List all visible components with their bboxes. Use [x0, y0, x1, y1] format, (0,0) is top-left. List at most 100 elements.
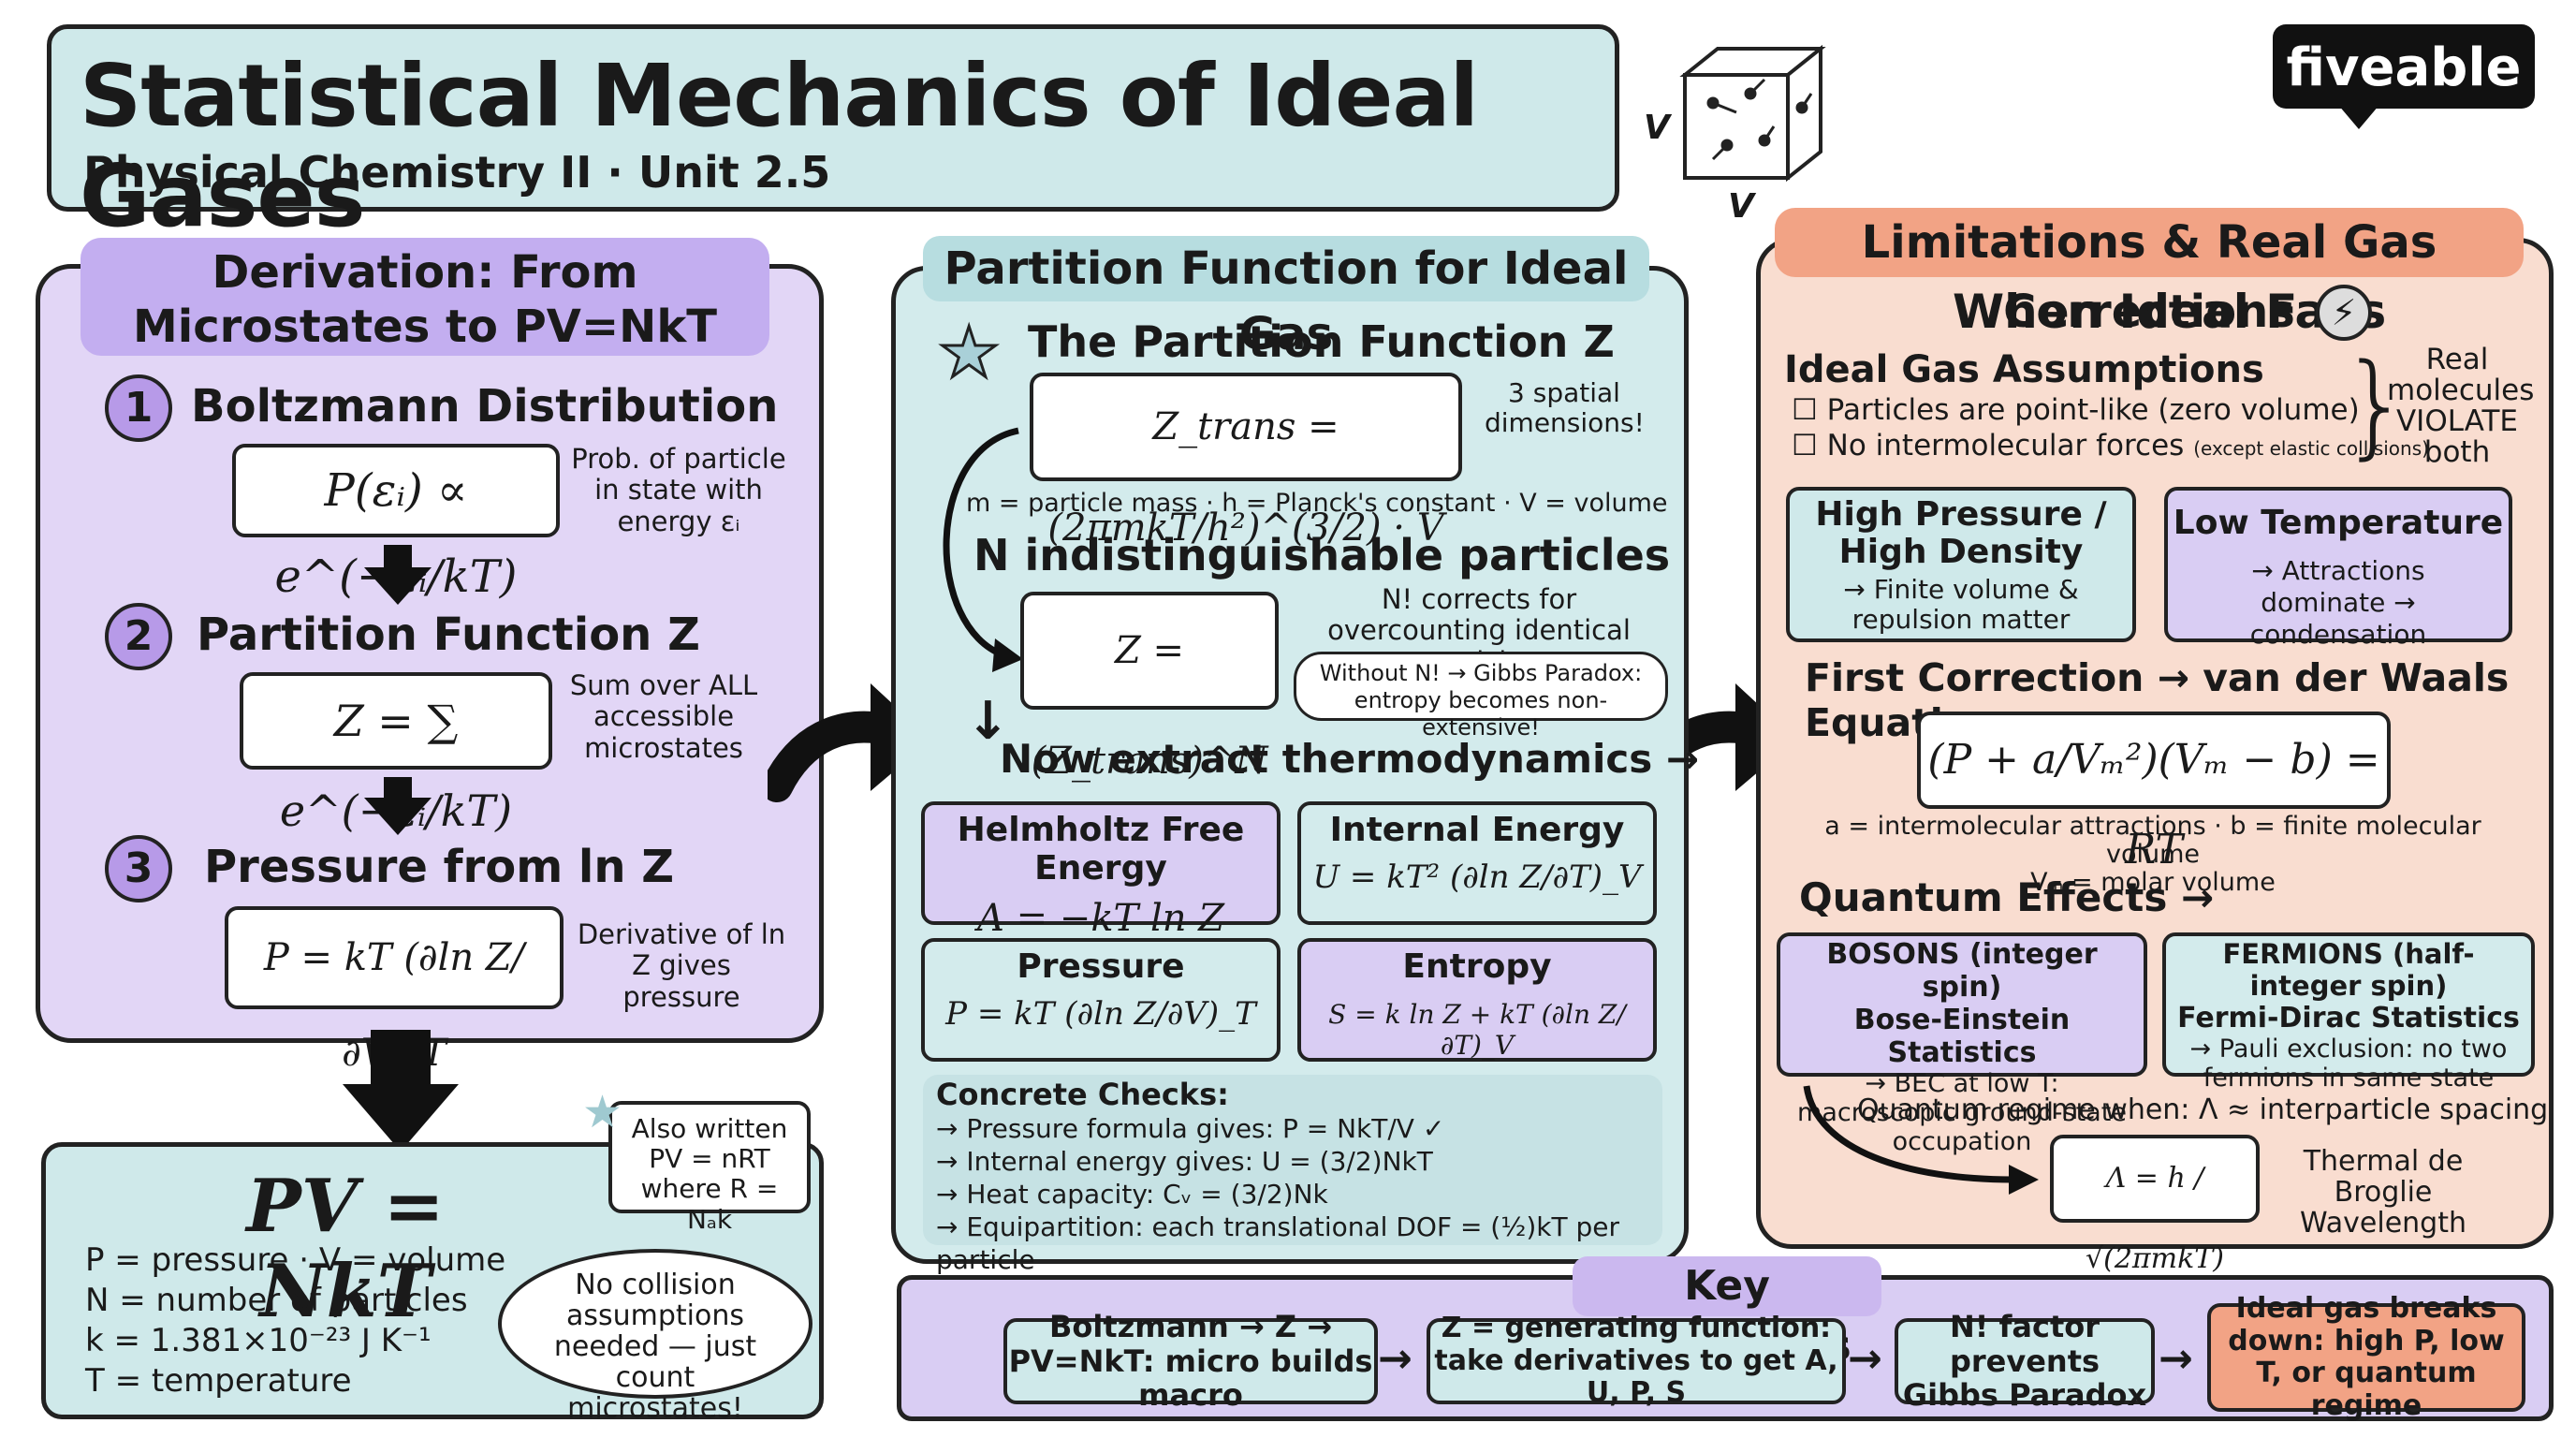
checkbox-icon[interactable]: ☐ — [1792, 429, 1818, 462]
brace-icon: } — [2340, 341, 2412, 471]
takeaways-title: Key Takeaways — [1573, 1256, 1881, 1370]
high-pressure-body: → Finite volume & repulsion matter — [1843, 574, 2079, 635]
partition-subheading: The Partition Function Z — [1028, 316, 1615, 367]
assumption-note: (except elastic collisions) — [2193, 437, 2429, 460]
entropy-cell: Entropy S = k ln Z + kT (∂ln Z/∂T)_V — [1297, 938, 1657, 1062]
step-2-heading: Partition Function Z — [197, 609, 700, 661]
derivation-title-text: Derivation: From Microstates to PV=NkT — [132, 246, 718, 353]
step-3-heading: Pressure from ln Z — [204, 841, 675, 893]
takeaway-item: Z = generating function: take derivative… — [1427, 1313, 1846, 1409]
gibbs-paradox-note: Without N! → Gibbs Paradox: entropy beco… — [1294, 652, 1668, 741]
quantum-heading: Quantum Effects → — [1799, 874, 2215, 920]
step-1-heading: Boltzmann Distribution — [191, 380, 779, 433]
fermions-stat: Fermi-Dirac Statistics — [2177, 1002, 2520, 1034]
definition-line: P = pressure · V = volume — [85, 1241, 506, 1279]
fermions-title: FERMIONS (half-integer spin) — [2222, 938, 2475, 1002]
pressure-title: Pressure — [1017, 947, 1185, 986]
arrow-down-icon — [364, 567, 432, 605]
arrow-right-icon: → — [1378, 1335, 1412, 1383]
concrete-checks: Concrete Checks: → Pressure formula give… — [923, 1075, 1662, 1275]
indistinguishable-heading: N indistinguishable particles — [973, 530, 1671, 580]
vdw-legend-line: a = intermolecular attractions · b = fin… — [1824, 812, 2481, 869]
de-broglie-formula: Λ = h / √(2πmkT) — [2050, 1135, 2260, 1275]
assumption-text: No intermolecular forces — [1826, 429, 2185, 462]
internal-energy-formula: U = kT² (∂ln Z/∂T)_V — [1312, 858, 1642, 896]
definition-line: k = 1.381×10⁻²³ J K⁻¹ — [85, 1322, 432, 1359]
arrow-right-icon: → — [2159, 1335, 2193, 1383]
assumption-item: ☐ No intermolecular forces (except elast… — [1792, 429, 2429, 462]
step-2-badge: 2 — [105, 603, 172, 670]
broken-clock-icon: ⚡ — [2316, 285, 2372, 341]
bosons-body: → BEC at low T: macroscopic ground-state… — [1797, 1069, 2127, 1156]
step-3-badge: 3 — [105, 835, 172, 902]
also-written-text: Also written PV = nRT where R = Nₐk — [631, 1113, 788, 1235]
speech-bubble: No collision assumptions needed — just c… — [498, 1249, 812, 1424]
ztrans-note: 3 spatial dimensions! — [1485, 377, 1645, 439]
low-temperature-body: → Attractions dominate → condensation — [2249, 555, 2427, 650]
bosons-box: BOSONS (integer spin) Bose-Einstein Stat… — [1777, 932, 2147, 1156]
boltzmann-formula: P(εᵢ) ∝ e^(−εᵢ/kT) — [232, 444, 560, 603]
extract-heading: Now extract thermodynamics → — [1000, 736, 1700, 782]
partition-sum-note: Sum over ALL accessible microstates — [569, 669, 758, 764]
checkbox-icon[interactable]: ☐ — [1792, 393, 1818, 427]
takeaway-item: Boltzmann → Z → PV=NkT: micro builds mac… — [1003, 1309, 1378, 1413]
big-arrow-down-icon — [343, 1084, 459, 1152]
low-temperature-title: Low Temperature — [2173, 504, 2504, 542]
ideal-gas-law: PV = NkT — [246, 1164, 445, 1334]
bosons-stat: Bose-Einstein Statistics — [1853, 1004, 2071, 1069]
helmholtz-formula: A = −kT ln Z — [976, 897, 1225, 940]
arrow-down-icon: ↓ — [966, 691, 1010, 752]
when-ideal-fails-heading: When Ideal Fails — [1953, 285, 2387, 339]
page-title: Statistical Mechanics of Ideal Gases — [80, 46, 1479, 246]
definition-line: N = number of particles — [85, 1282, 468, 1319]
speech-bubble-text: No collision assumptions needed — just c… — [553, 1269, 757, 1425]
fiveable-logo[interactable]: fiveable — [2273, 24, 2535, 129]
vdw-legend: a = intermolecular attractions · b = fin… — [1778, 813, 2527, 897]
takeaway-item: N! factor prevents Gibbs Paradox — [1895, 1309, 2155, 1413]
pressure-lnz-formula: P = kT (∂ln Z/∂V)_T — [225, 906, 564, 1075]
arrow-right-icon: → — [1848, 1335, 1882, 1383]
high-pressure-box: High Pressure / High Density → Finite vo… — [1786, 487, 2136, 642]
step-1-badge: 1 — [105, 374, 172, 442]
also-written-note: Also written PV = nRT where R = Nₐk — [608, 1101, 811, 1234]
z-total-formula: Z = (Z_trans)^N / N! — [1020, 592, 1279, 893]
logo-text: fiveable — [2286, 37, 2522, 98]
assumptions-title: Ideal Gas Assumptions — [1784, 348, 2264, 391]
takeaway-item: Ideal gas breaks down: high P, low T, or… — [2207, 1292, 2525, 1421]
fermions-body: → Pauli exclusion: no two fermions in sa… — [2189, 1034, 2508, 1093]
fermions-box: FERMIONS (half-integer spin) Fermi-Dirac… — [2162, 932, 2535, 1093]
star-icon: ★ — [582, 1086, 623, 1138]
vdw-equation: (P + a/Vₘ²)(Vₘ − b) = RT — [1917, 712, 2391, 873]
entropy-title: Entropy — [1402, 947, 1552, 986]
cube-icon — [1679, 44, 1826, 183]
internal-energy-cell: Internal Energy U = kT² (∂ln Z/∂T)_V — [1297, 801, 1657, 925]
checks-title: Concrete Checks: — [936, 1077, 1229, 1112]
check-item: → Pressure formula gives: P = NkT/V ✓ — [936, 1113, 1445, 1144]
helmholtz-cell: Helmholtz Free Energy A = −kT ln Z — [921, 801, 1281, 940]
arrow-down-icon — [364, 798, 432, 835]
title-banner: Statistical Mechanics of Ideal Gases Phy… — [47, 24, 1619, 246]
entropy-formula: S = k ln Z + kT (∂ln Z/∂T)_V — [1328, 999, 1626, 1061]
partition-title: Partition Function for Ideal Gas — [923, 236, 1649, 360]
pressure-lnz-note: Derivative of ln Z gives pressure — [577, 918, 786, 1013]
limitations-title: Limitations & Real Gas Corrections — [1775, 208, 2524, 338]
curved-arrow-icon — [943, 427, 1023, 672]
vdw-legend-line: Vₘ = molar volume — [2030, 868, 2276, 897]
partition-legend: m = particle mass · h = Planck's constan… — [966, 489, 1668, 518]
curved-arrow-icon — [1803, 1085, 2039, 1195]
derivation-title: Derivation: From Microstates to PV=NkT — [80, 238, 769, 356]
assumption-text: Particles are point-like (zero volume) — [1826, 393, 2360, 427]
check-item: → Equipartition: each translational DOF … — [936, 1211, 1620, 1275]
pressure-cell: Pressure P = kT (∂ln Z/∂V)_T — [921, 938, 1281, 1062]
assumption-item: ☐ Particles are point-like (zero volume) — [1792, 393, 2360, 427]
nfactorial-note: N! corrects for overcounting identical p… — [1327, 583, 1631, 677]
result-definitions: P = pressure · V = volume N = number of … — [85, 1240, 505, 1401]
partition-sum-formula: Z = ∑ e^(−εᵢ/kT) — [240, 672, 552, 836]
de-broglie-label: Thermal de Broglie Wavelength — [2300, 1145, 2466, 1240]
internal-energy-title: Internal Energy — [1329, 811, 1625, 849]
star-icon: ★ — [936, 312, 1001, 395]
quantum-regime-text: Quantum regime when: Λ ≈ interparticle s… — [1857, 1093, 2549, 1126]
cube-label-side: V — [1644, 109, 1670, 147]
gas-box-illustration: V V — [1644, 37, 1853, 226]
ztrans-formula: Z_trans = (2πmkT/h²)^(3/2) · V — [1030, 373, 1462, 550]
